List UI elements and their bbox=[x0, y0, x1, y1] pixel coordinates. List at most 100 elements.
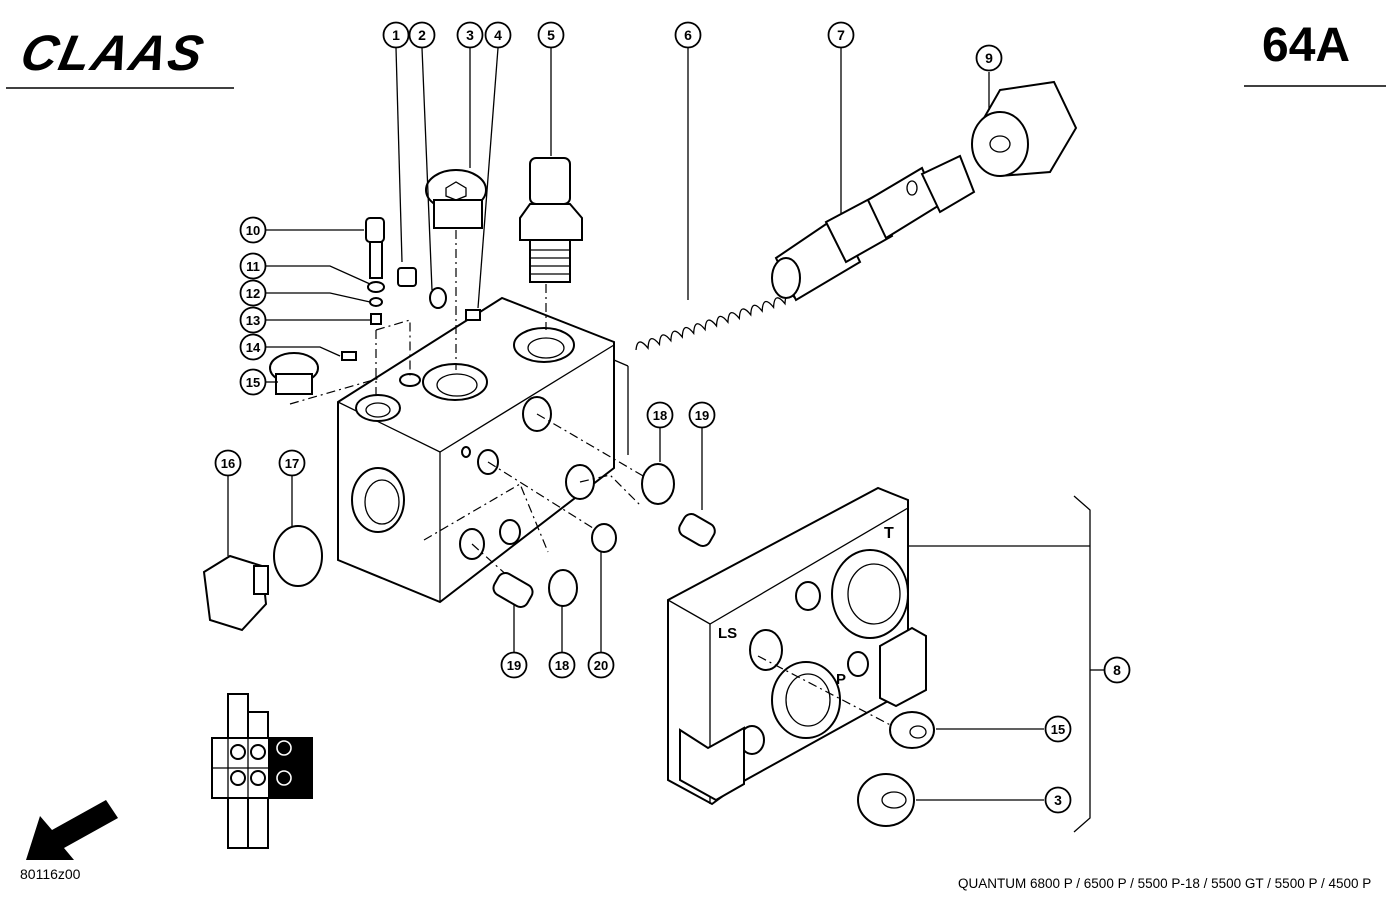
sleeve-19a bbox=[678, 513, 716, 547]
callout-c17: 17 bbox=[278, 449, 306, 477]
callout-circle bbox=[239, 306, 267, 334]
callout-c13: 13 bbox=[239, 306, 267, 334]
callout-c10: 10 bbox=[239, 216, 267, 244]
callout-circle bbox=[674, 21, 702, 49]
callout-label: 2 bbox=[418, 27, 426, 43]
o-ring-18b bbox=[548, 569, 578, 607]
callout-label: 17 bbox=[285, 456, 299, 471]
callout-circle bbox=[239, 216, 267, 244]
sleeve-19b bbox=[492, 572, 534, 608]
callout-label: 19 bbox=[695, 408, 709, 423]
callout-label: 1 bbox=[392, 27, 400, 43]
callout-label: 13 bbox=[246, 313, 260, 328]
callout-label: 5 bbox=[547, 27, 555, 43]
callout-label: 3 bbox=[466, 27, 474, 43]
callout-c4: 4 bbox=[484, 21, 512, 49]
callout-circle bbox=[239, 368, 267, 396]
plug-15-flange bbox=[889, 711, 935, 749]
o-ring-20 bbox=[591, 523, 617, 553]
pressure-valve-5 bbox=[519, 157, 583, 283]
plug-3-flange bbox=[857, 773, 915, 827]
callout-c1: 1 bbox=[382, 21, 410, 49]
callout-c5: 5 bbox=[537, 21, 565, 49]
port-t-label: T bbox=[884, 525, 894, 542]
callout-c19b: 19 bbox=[500, 651, 528, 679]
callout-label: 15 bbox=[1051, 722, 1065, 737]
callout-circle bbox=[239, 333, 267, 361]
seal-11 bbox=[367, 281, 385, 293]
callout-label: 19 bbox=[507, 658, 521, 673]
callout-c11: 11 bbox=[239, 252, 267, 280]
pin-4 bbox=[465, 309, 481, 321]
callout-label: 6 bbox=[684, 27, 692, 43]
callout-label: 14 bbox=[246, 340, 261, 355]
port-ls-label: LS bbox=[718, 625, 737, 642]
callout-label: 15 bbox=[246, 375, 260, 390]
callout-circle bbox=[688, 401, 716, 429]
callout-circle bbox=[278, 449, 306, 477]
seal-17 bbox=[273, 525, 323, 587]
reference-code: 80116z00 bbox=[20, 866, 81, 882]
callout-c3: 3 bbox=[456, 21, 484, 49]
callout-circle bbox=[537, 21, 565, 49]
callout-circle bbox=[456, 21, 484, 49]
callout-circle bbox=[408, 21, 436, 49]
pin-14 bbox=[341, 351, 357, 361]
o-ring-18a bbox=[641, 463, 675, 505]
callout-label: 12 bbox=[246, 286, 260, 301]
spool bbox=[771, 154, 976, 302]
callout-circle bbox=[382, 21, 410, 49]
callout-circle bbox=[1044, 715, 1072, 743]
flange-plate-8: T LS P bbox=[667, 486, 927, 806]
direction-arrow-icon bbox=[26, 800, 118, 860]
callout-label: 16 bbox=[221, 456, 235, 471]
callout-label: 20 bbox=[594, 658, 608, 673]
callout-circle bbox=[239, 252, 267, 280]
ring-12 bbox=[369, 297, 383, 307]
callout-c18b: 18 bbox=[548, 651, 576, 679]
callout-circle bbox=[1044, 786, 1072, 814]
callout-label: 18 bbox=[555, 658, 569, 673]
washer-2 bbox=[429, 287, 447, 309]
callout-circle bbox=[975, 44, 1003, 72]
callout-label: 7 bbox=[837, 27, 845, 43]
page-code: 64A bbox=[1262, 19, 1351, 72]
callout-c12: 12 bbox=[239, 279, 267, 307]
callout-c19a: 19 bbox=[688, 401, 716, 429]
valve-block bbox=[337, 296, 651, 604]
callout-label: 10 bbox=[246, 223, 260, 238]
callout-circle bbox=[827, 21, 855, 49]
callout-label: 9 bbox=[985, 50, 993, 66]
callout-label: 4 bbox=[494, 27, 502, 43]
part-13 bbox=[370, 313, 382, 325]
callout-circle bbox=[1103, 656, 1131, 684]
callout-c15b: 15 bbox=[1044, 715, 1072, 743]
callout-c6: 6 bbox=[674, 21, 702, 49]
leader-lines bbox=[227, 47, 1104, 801]
callout-c18a: 18 bbox=[646, 401, 674, 429]
callout-circle bbox=[239, 279, 267, 307]
callout-c16: 16 bbox=[214, 449, 242, 477]
callout-c20: 20 bbox=[587, 651, 615, 679]
callout-circle bbox=[500, 651, 528, 679]
valve-symbol-icon bbox=[211, 693, 313, 849]
callout-circle bbox=[548, 651, 576, 679]
callout-c9: 9 bbox=[975, 44, 1003, 72]
callout-label: 18 bbox=[653, 408, 667, 423]
hex-plug-16 bbox=[202, 554, 269, 632]
callout-label: 3 bbox=[1054, 792, 1062, 808]
callout-c2: 2 bbox=[408, 21, 436, 49]
port-p-label: P bbox=[836, 671, 846, 688]
model-list: QUANTUM 6800 P / 6500 P / 5500 P-18 / 55… bbox=[958, 876, 1372, 891]
pin-1 bbox=[397, 267, 417, 287]
spring bbox=[635, 293, 797, 351]
callout-c8: 8 bbox=[1103, 656, 1131, 684]
callout-c7: 7 bbox=[827, 21, 855, 49]
callout-circle bbox=[646, 401, 674, 429]
callout-c3b: 3 bbox=[1044, 786, 1072, 814]
callout-label: 11 bbox=[246, 259, 260, 274]
callout-circle bbox=[214, 449, 242, 477]
plug-3-top bbox=[425, 169, 487, 229]
callout-c14: 14 bbox=[239, 333, 267, 361]
